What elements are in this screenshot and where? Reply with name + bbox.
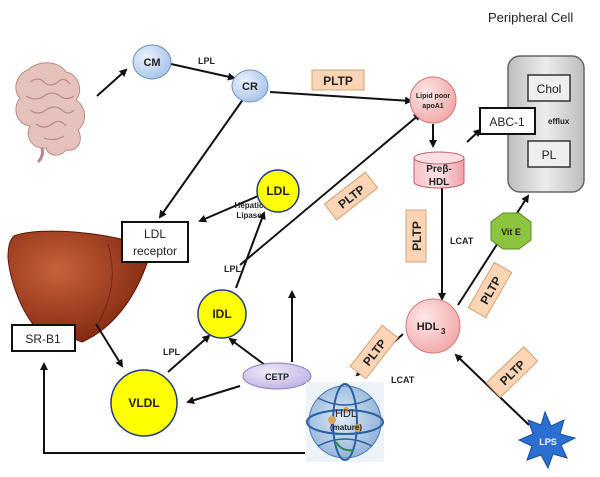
lipid-poor-label-top: Lipid poor xyxy=(416,93,450,100)
lipid-poor-label-bottom: apoA1 xyxy=(422,103,444,110)
sr-b1-box xyxy=(11,324,76,352)
lcat-hdl-label: LCAT xyxy=(391,375,415,385)
vldl-node xyxy=(110,369,178,437)
hdl-mature-label-bottom: (mature) xyxy=(330,423,362,432)
abc1-label: ABC-1 xyxy=(489,115,525,129)
peripheral-cell: Chol PL efflux xyxy=(507,55,585,193)
hdl3-subscript: 3 xyxy=(441,327,446,336)
cetp-node xyxy=(242,362,312,390)
pl-label: PL xyxy=(542,148,557,162)
hepatic-lipase-label-top: Hepatic xyxy=(235,201,264,210)
liver-icon xyxy=(7,230,153,343)
vldl-label: VLDL xyxy=(128,396,159,410)
ldl-receptor-box xyxy=(121,221,189,263)
pltp-tag: PLTP xyxy=(323,171,379,221)
pltp-tag: PLTP xyxy=(405,209,427,263)
cm-label: CM xyxy=(143,57,160,69)
hdl3-label: HDL xyxy=(417,321,440,333)
vit-e-label: Vit E xyxy=(501,227,521,237)
cm-node xyxy=(132,44,172,80)
pltp-tag: PLTP xyxy=(311,69,365,91)
lps-starburst-icon xyxy=(517,410,577,470)
hepatic-lipase-label-bottom: Lipase xyxy=(236,211,262,220)
pltp-tag: PLTP xyxy=(349,324,399,380)
ldl-receptor-label-bottom: receptor xyxy=(133,244,177,258)
cetp-label: CETP xyxy=(265,372,289,382)
ldl-receptor-label-top: LDL xyxy=(144,227,166,241)
chol-box xyxy=(527,74,571,102)
cr-label: CR xyxy=(242,81,258,93)
sr-b1-label: SR-B1 xyxy=(25,332,61,346)
lpl-vldl-idl-label: LPL xyxy=(163,347,181,357)
lipid-poor-apoa1-node xyxy=(409,76,457,124)
chol-label: Chol xyxy=(537,82,562,96)
lpl-cm-cr-label: LPL xyxy=(198,56,216,66)
pltp-tag: PLTP xyxy=(485,346,539,398)
pl-box xyxy=(527,140,571,168)
svg-text:PLTP: PLTP xyxy=(323,74,353,88)
ldl-node xyxy=(256,169,300,213)
abc1-box xyxy=(479,107,536,135)
lps-label: LPS xyxy=(539,437,557,447)
efflux-label: efflux xyxy=(548,117,570,126)
hdl3-node xyxy=(405,298,461,354)
intestine-icon xyxy=(15,62,85,164)
idl-node xyxy=(197,289,247,339)
ldl-label: LDL xyxy=(266,184,289,198)
lcat-prebeta-label: LCAT xyxy=(450,236,474,246)
hdl-particle-icon xyxy=(306,382,384,462)
pltp-tag: PLTP xyxy=(467,261,513,319)
prebeta-hdl-node xyxy=(413,151,465,189)
prebeta-hdl-label-bottom: HDL xyxy=(429,177,450,188)
vit-e-node xyxy=(490,212,532,250)
svg-text:PLTP: PLTP xyxy=(410,221,424,251)
pathway-arrows xyxy=(40,63,530,454)
prebeta-hdl-label-top: Preβ- xyxy=(426,164,452,175)
idl-label: IDL xyxy=(212,307,231,321)
peripheral-cell-title: Peripheral Cell xyxy=(488,10,573,25)
cr-node xyxy=(231,69,269,103)
hdl-mature-label-top: HDL xyxy=(335,408,357,420)
lpl-idl-ldl-label: LPL xyxy=(224,264,242,274)
